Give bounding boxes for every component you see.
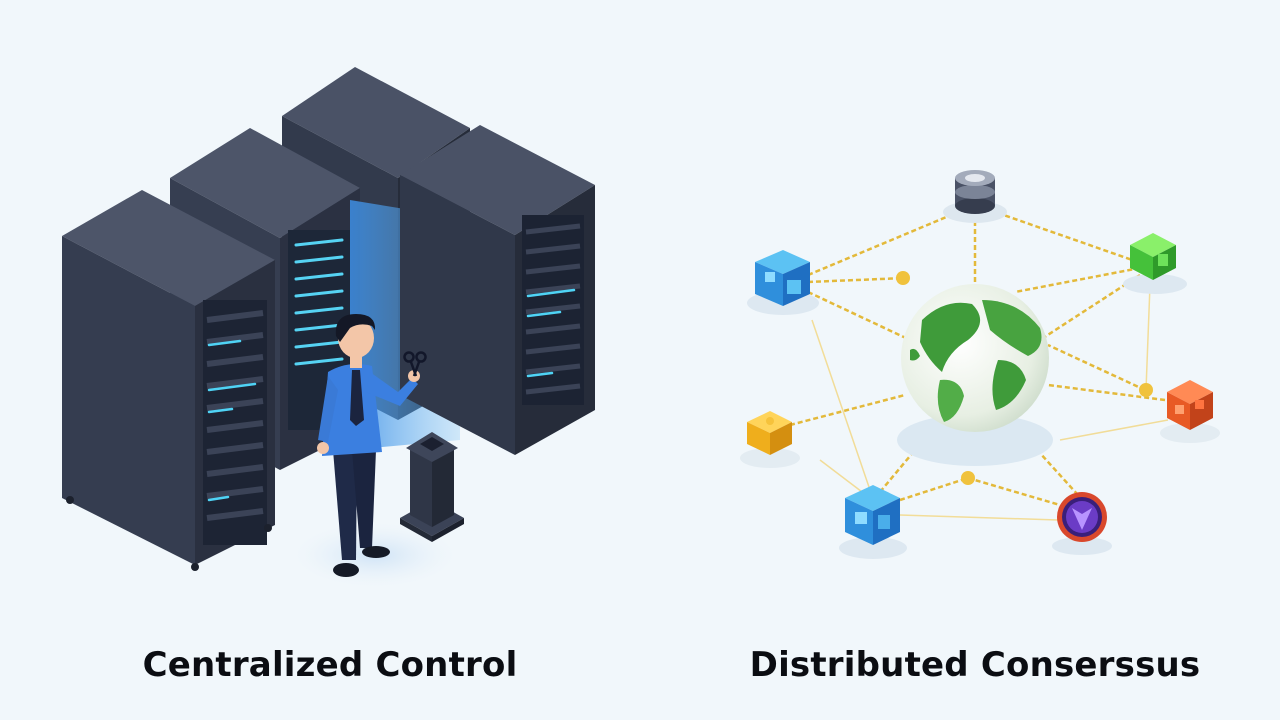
centralized-control-caption: Centralized Control <box>142 645 518 685</box>
pedestal-icon <box>400 432 464 542</box>
yellow-cube-node-icon <box>740 411 800 468</box>
server-rack-icon <box>400 125 595 455</box>
connection-rays <box>811 284 1169 521</box>
blue-cube-node-icon <box>839 485 907 559</box>
server-rack-icon <box>62 190 275 571</box>
orange-cube-node-icon <box>1160 380 1220 443</box>
green-cube-node-icon <box>1123 233 1187 294</box>
database-node-icon <box>943 170 1007 223</box>
distributed-consensus-caption: Distributed Conserssus <box>749 645 1201 685</box>
administrator-person-icon <box>317 314 420 577</box>
blue-cube-node-icon <box>747 250 819 315</box>
key-icon <box>403 351 427 377</box>
shield-badge-node-icon <box>1052 492 1112 555</box>
globe-icon <box>897 284 1053 466</box>
junction-dots <box>896 271 1153 485</box>
